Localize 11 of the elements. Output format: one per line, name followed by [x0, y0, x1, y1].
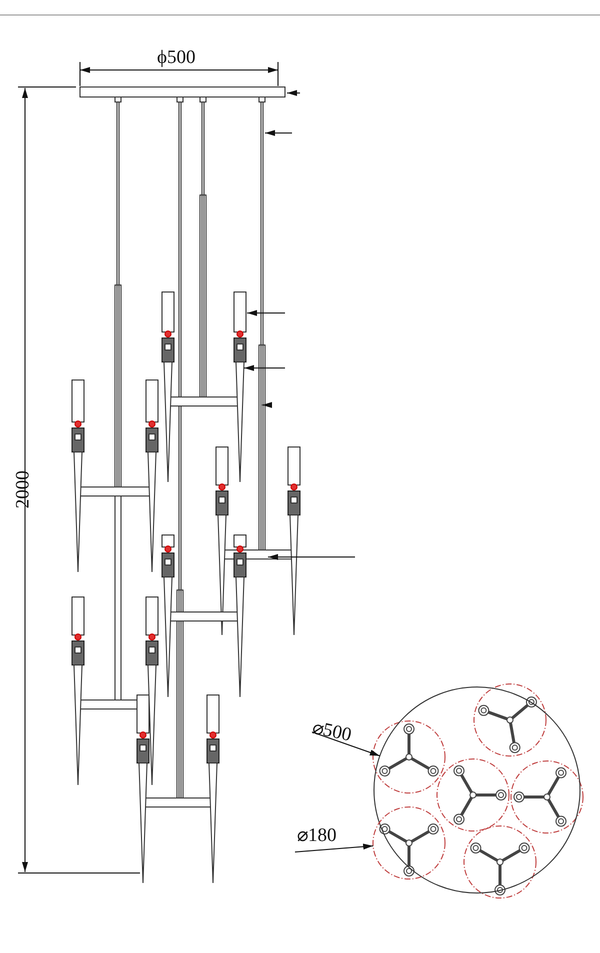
dimension-label: ⌀180: [297, 826, 336, 845]
pointer-arrow: [262, 402, 272, 408]
leader-line: [294, 844, 374, 852]
pointer-arrow: [268, 554, 356, 560]
pointer-arrow: [244, 365, 286, 371]
pointer-arrow: [264, 130, 292, 136]
pointer-arrow: [286, 90, 300, 96]
leader-line: [312, 732, 380, 756]
dimension-text: ϕ500: [157, 48, 196, 67]
dimension-label: ⌀500: [310, 718, 354, 745]
pointer-arrow: [246, 310, 286, 316]
